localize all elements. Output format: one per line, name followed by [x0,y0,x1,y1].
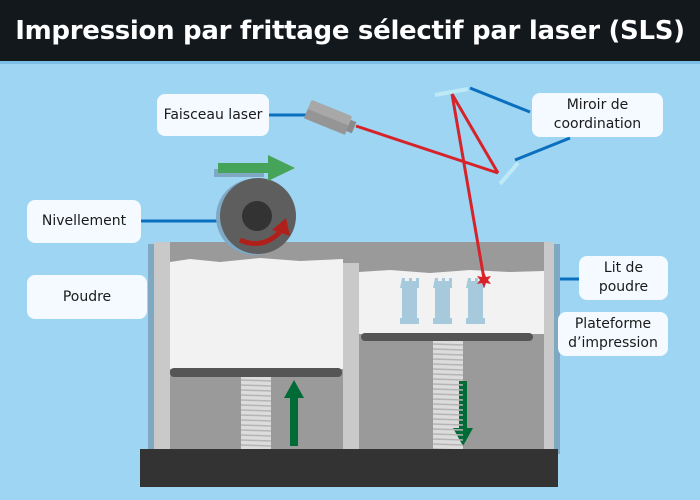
machine-base [140,449,558,487]
title-bar: Impression par frittage sélectif par las… [0,0,700,64]
printed-parts [400,278,485,324]
screw-thread [240,399,272,402]
screw-thread [240,424,272,427]
screw-thread [240,404,272,407]
screw-thread [240,434,272,437]
laser-beam [355,93,500,280]
page-title: Impression par frittage sélectif par las… [15,15,685,46]
screw-thread [240,439,272,442]
screw-thread [432,443,464,446]
screw-thread [432,368,464,371]
leader-mirror-bottom [514,136,571,162]
screw-thread [240,384,272,387]
screw-thread [432,433,464,436]
left-platform [170,368,342,377]
screw-thread [432,413,464,416]
leader-mirror-top [469,86,531,114]
screw-thread [432,373,464,376]
tower-part [466,278,485,324]
screw-thread [432,423,464,426]
label-mirror: Miroir de coordination [532,93,663,137]
tower-part [400,278,419,324]
laser-impact-icon [477,272,491,288]
screw-thread [432,418,464,421]
screw-thread [240,429,272,432]
screw-thread [240,394,272,397]
build-platform [361,333,533,341]
screw-thread [240,379,272,382]
screw-thread [432,348,464,351]
screw-thread [432,408,464,411]
screw-thread [240,409,272,412]
screw-thread [432,428,464,431]
sls-diagram [140,86,580,487]
screw-thread [240,444,272,447]
label-powder-bed: Lit de poudre [579,256,668,300]
screw-thread [432,398,464,401]
screw-thread [432,388,464,391]
label-leveling: Nivellement [27,200,141,243]
screw-thread [240,414,272,417]
screw-thread [432,383,464,386]
screw-thread [432,353,464,356]
leveling-roller [216,178,296,255]
screw-thread [432,403,464,406]
mirrors [434,87,520,186]
tower-part [433,278,452,324]
rotation-arrow-icon [238,218,290,247]
screw-thread [432,378,464,381]
roller-direction-arrow-icon [214,155,295,181]
screw-thread [432,343,464,346]
screw-thread [432,358,464,361]
screw-thread [432,363,464,366]
screw-thread [432,438,464,441]
screw-thread [240,389,272,392]
label-laser-beam: Faisceau laser [157,94,269,136]
label-powder: Poudre [27,275,147,319]
mirror-bottom-icon [498,161,520,186]
screw-thread [432,393,464,396]
laser-emitter-icon [304,100,357,135]
label-platform: Plateforme d’impression [558,312,668,356]
mirror-top-icon [434,87,469,97]
up-arrow-icon [284,380,304,446]
screw-thread [240,419,272,422]
